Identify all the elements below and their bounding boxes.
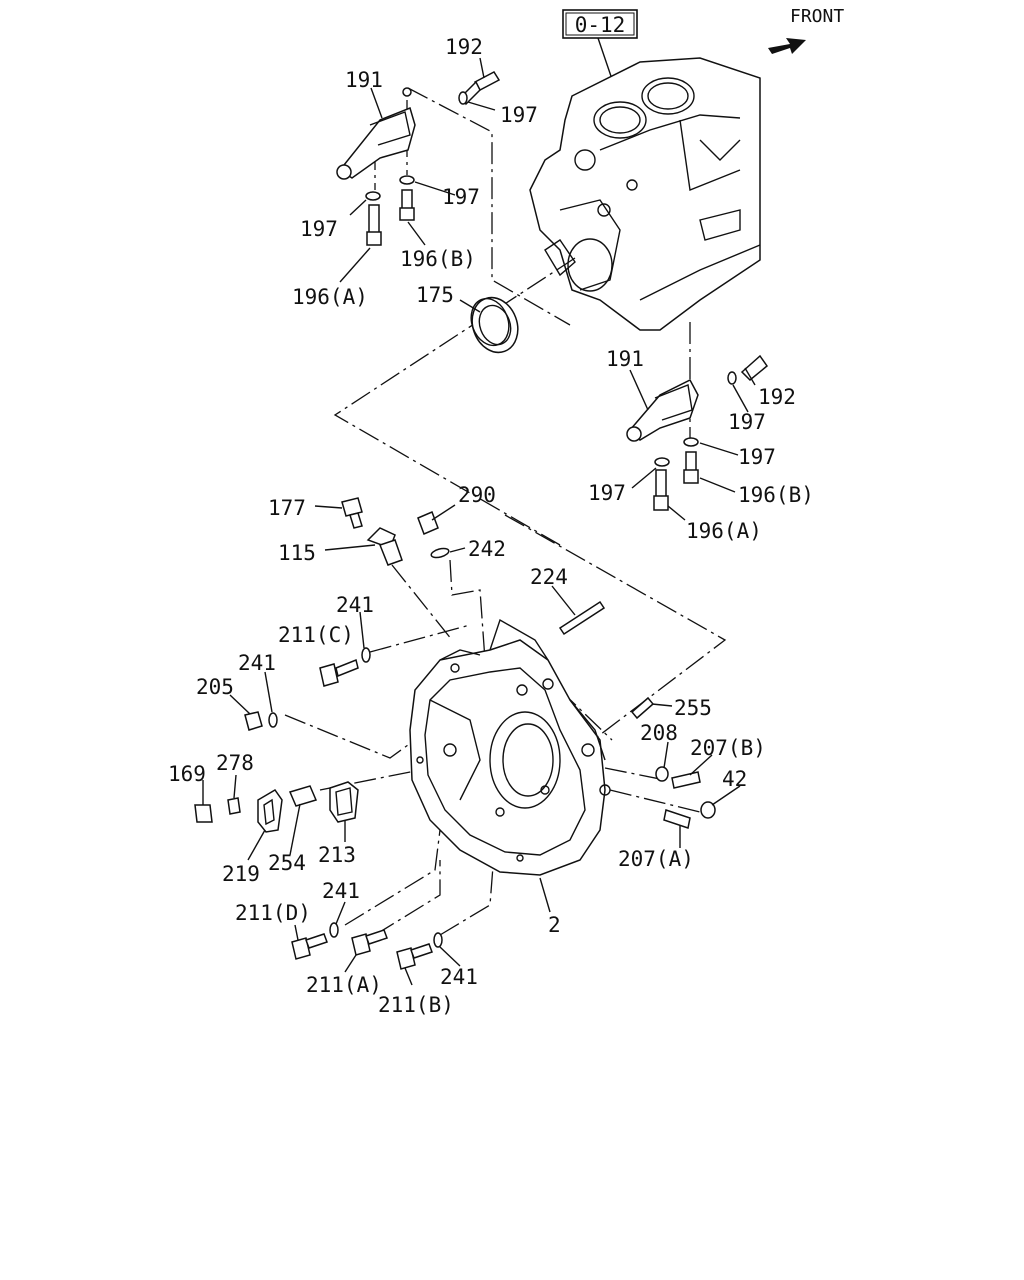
bracket-191-right	[626, 379, 699, 442]
washer-197-top-c	[365, 191, 381, 201]
bolt-211d	[291, 933, 328, 960]
stud-207b	[671, 771, 701, 789]
label-241-c: 241	[322, 879, 360, 903]
label-196a-top: 196(A)	[292, 285, 368, 309]
label-254: 254	[268, 851, 306, 875]
label-255: 255	[674, 696, 712, 720]
label-207a: 207(A)	[618, 847, 694, 871]
washer-241-a	[361, 647, 371, 663]
label-211d: 211(D)	[235, 901, 311, 925]
label-211a: 211(A)	[306, 973, 382, 997]
reference-box: 0-12	[562, 9, 638, 89]
label-219: 219	[222, 862, 260, 886]
label-205: 205	[196, 675, 234, 699]
washer-197-right-c	[654, 457, 670, 467]
washer-197-right-b	[683, 437, 699, 447]
leader-lines	[202, 57, 756, 986]
label-241-a: 241	[336, 593, 374, 617]
label-213: 213	[318, 843, 356, 867]
label-197-right-c: 197	[588, 481, 626, 505]
bolt-196a-right	[653, 469, 669, 511]
label-278: 278	[216, 751, 254, 775]
label-192-right: 192	[758, 385, 796, 409]
flywheel-housing-2	[409, 618, 611, 876]
cap-208	[655, 766, 669, 782]
label-2: 2	[548, 913, 561, 937]
sensor-254	[288, 785, 318, 807]
label-42: 42	[722, 767, 747, 791]
reference-box-label: 0-12	[575, 13, 626, 37]
bracket-191-top	[336, 87, 416, 180]
label-241-b: 241	[238, 651, 276, 675]
oil-seal-175	[470, 296, 519, 354]
bolt-211b	[396, 943, 433, 970]
front-label: FRONT	[790, 6, 844, 27]
o-ring-242	[430, 547, 450, 559]
washer-241-d	[433, 932, 443, 948]
label-211b: 211(B)	[378, 993, 454, 1017]
label-191-top: 191	[345, 68, 383, 92]
label-191-right: 191	[606, 347, 644, 371]
bolt-196b-top	[399, 189, 415, 221]
label-290: 290	[458, 483, 496, 507]
bolt-211a	[351, 929, 388, 956]
arrow-icon	[768, 38, 806, 54]
label-197-right-a: 197	[728, 410, 766, 434]
label-197-top-c: 197	[300, 217, 338, 241]
label-197-top-a: 197	[500, 103, 538, 127]
washer-241-b	[268, 712, 278, 728]
label-207b: 207(B)	[690, 736, 766, 760]
stud-207a	[663, 809, 691, 829]
label-211c: 211(C)	[278, 623, 354, 647]
bolt-211c	[319, 658, 359, 687]
bolt-196a-top	[366, 204, 382, 246]
label-241-d: 241	[440, 965, 478, 989]
label-196b-right: 196(B)	[738, 483, 814, 507]
bolt-192-right	[727, 354, 769, 385]
plug-42	[700, 801, 716, 819]
nut-205	[244, 711, 263, 731]
washer-197-top-b	[399, 175, 415, 185]
clip-278	[227, 797, 241, 815]
label-196a-right: 196(A)	[686, 519, 762, 543]
label-175: 175	[416, 283, 454, 307]
label-177: 177	[268, 496, 306, 520]
engine-block	[529, 57, 761, 331]
sensor-115	[366, 527, 403, 566]
label-224: 224	[530, 565, 568, 589]
bolt-177	[341, 497, 363, 529]
label-192-top: 192	[445, 35, 483, 59]
bolt-169	[194, 804, 213, 823]
bolt-192-top	[458, 71, 501, 106]
label-208: 208	[640, 721, 678, 745]
gasket-213	[329, 781, 359, 823]
bolt-196b-right	[683, 451, 699, 484]
label-115: 115	[278, 541, 316, 565]
label-169: 169	[168, 762, 206, 786]
washer-241-c	[329, 922, 339, 938]
stud-224	[558, 600, 606, 636]
label-196b-top: 196(B)	[400, 247, 476, 271]
label-197-top-b: 197	[442, 185, 480, 209]
label-242: 242	[468, 537, 506, 561]
label-197-right-b: 197	[738, 445, 776, 469]
callout-labels: 191 192 197 197 197 196(B) 196(A) 175 19…	[168, 35, 814, 1017]
bracket-219	[257, 789, 283, 833]
plug-290	[417, 511, 439, 535]
